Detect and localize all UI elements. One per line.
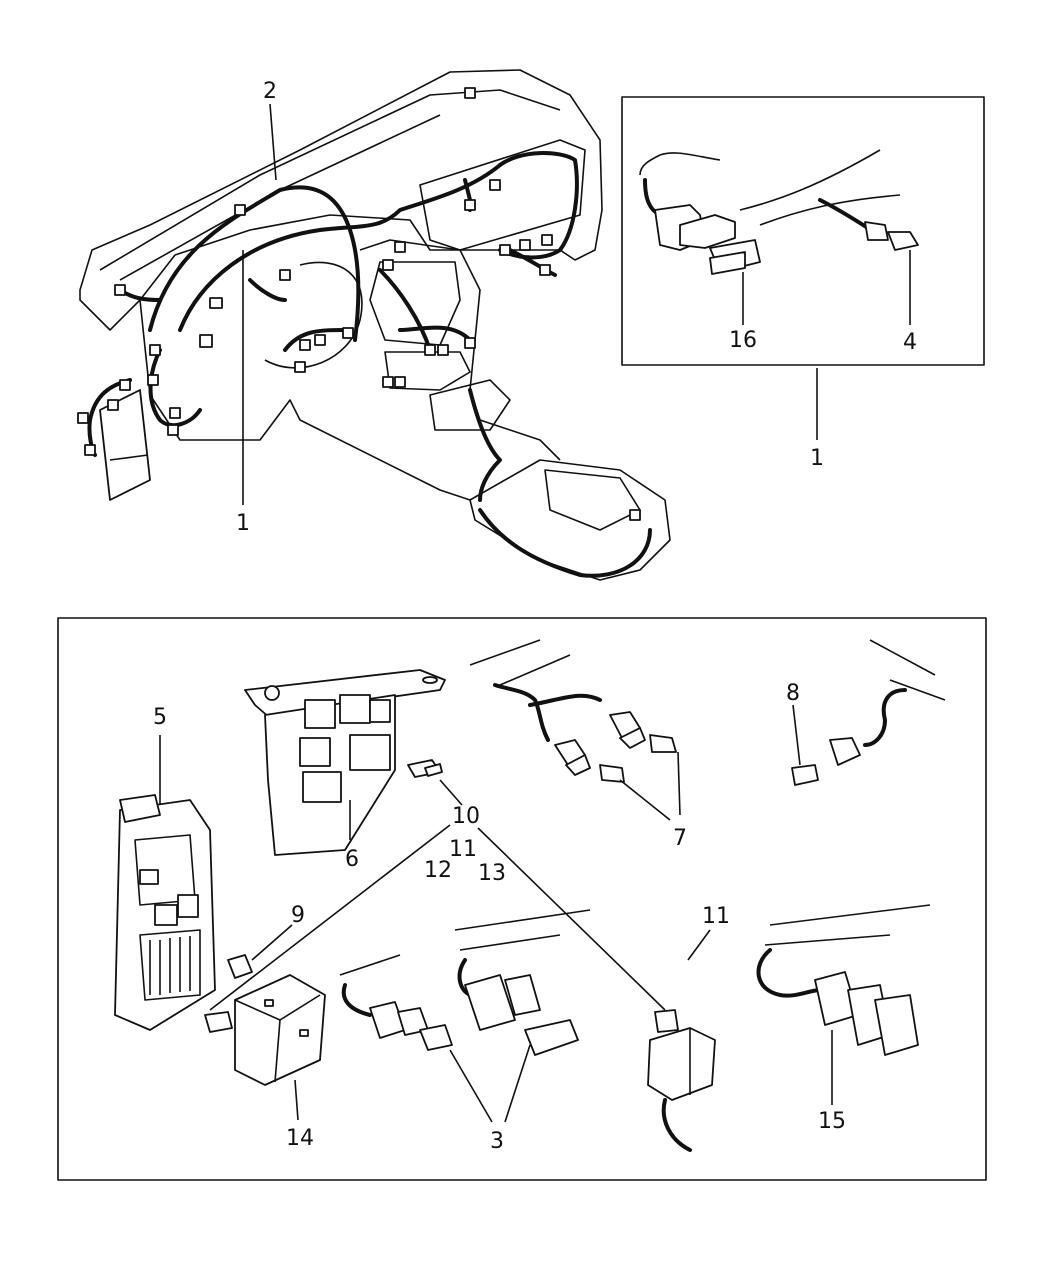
fuse-holder-illustration bbox=[647, 1009, 716, 1152]
leader-line-14 bbox=[294, 1079, 299, 1121]
fuse-illustration-c bbox=[204, 1011, 233, 1033]
leader-line-7a bbox=[677, 751, 681, 816]
bulb-single-illustration bbox=[791, 639, 946, 786]
junction-block-illustration bbox=[114, 794, 216, 1031]
callout-10: 10 bbox=[452, 804, 480, 829]
leader-line-3b bbox=[504, 1044, 531, 1123]
control-unit-illustration bbox=[234, 974, 326, 1086]
callout-2: 2 bbox=[263, 79, 277, 104]
leader-line-3a bbox=[449, 1049, 493, 1123]
callout-7: 7 bbox=[673, 826, 687, 851]
leader-line-9 bbox=[251, 924, 293, 961]
callout-1-dash: 1 bbox=[236, 511, 250, 536]
leader-line-8 bbox=[792, 704, 801, 766]
harness-detail-box bbox=[621, 96, 985, 366]
connector-large-illustration bbox=[756, 904, 931, 1056]
parts-panel-frame bbox=[57, 617, 987, 1181]
callout-5: 5 bbox=[153, 705, 167, 730]
callout-3: 3 bbox=[490, 1129, 504, 1154]
leader-line-10-left bbox=[209, 824, 451, 1011]
callout-15: 15 bbox=[818, 1109, 846, 1134]
instrument-panel-illustration bbox=[77, 69, 671, 581]
callout-11: 11 bbox=[449, 837, 477, 862]
fuse-illustration-b bbox=[424, 763, 443, 777]
callout-8: 8 bbox=[786, 681, 800, 706]
leader-line-2 bbox=[269, 103, 277, 181]
leader-line-11 bbox=[687, 929, 711, 961]
callout-4: 4 bbox=[903, 330, 917, 355]
leader-line-10 bbox=[439, 779, 463, 806]
leader-line-10-right bbox=[477, 827, 666, 1011]
detail-connector-illustration bbox=[639, 149, 919, 275]
bulb-pair-illustration bbox=[469, 639, 677, 783]
callout-11-holder: 11 bbox=[702, 904, 730, 929]
callout-13: 13 bbox=[478, 861, 506, 886]
callout-9: 9 bbox=[291, 903, 305, 928]
relay-block-illustration bbox=[244, 669, 446, 856]
callout-1-detail: 1 bbox=[810, 446, 824, 471]
relay-small-illustration bbox=[227, 954, 253, 979]
callout-12: 12 bbox=[424, 858, 452, 883]
connector-set-illustration bbox=[339, 909, 591, 1056]
callout-16: 16 bbox=[729, 328, 757, 353]
callout-14: 14 bbox=[286, 1126, 314, 1151]
leader-line-7b bbox=[619, 779, 671, 821]
callout-6: 6 bbox=[345, 847, 359, 872]
